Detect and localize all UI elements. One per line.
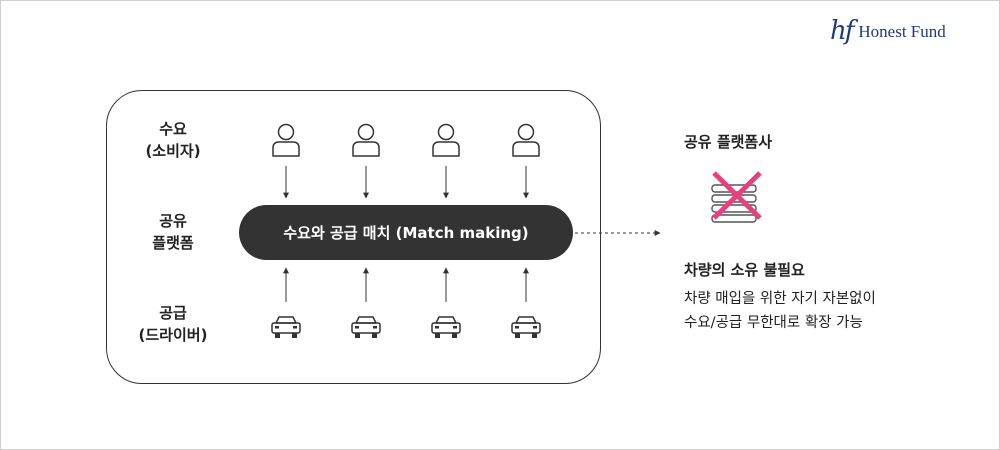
supply-label-line-2: (드라이버) [138, 326, 208, 344]
description-line-1: 차량 매입을 위한 자기 자본없이 [684, 291, 876, 307]
supply-label-line-1: 공급 [159, 304, 187, 322]
platform-label-line-1: 공유 [159, 212, 187, 230]
demand-label: 수요 (소비자) [118, 118, 228, 162]
stack-crossed-icon [711, 171, 762, 223]
demand-label-line-1: 수요 [159, 120, 187, 138]
logo-mark: hf [830, 16, 854, 46]
person-icon [432, 123, 460, 157]
logo-text: Honest Fund [858, 21, 946, 41]
description-line-2: 수요/공급 무한대로 확장 가능 [684, 315, 863, 331]
car-icon [271, 316, 301, 339]
match-making-label: 수요와 공급 매치 (Match making) [283, 224, 529, 242]
demand-label-line-2: (소비자) [145, 142, 201, 160]
person-icon [272, 123, 300, 157]
car-icon [511, 316, 541, 339]
supply-label: 공급 (드라이버) [118, 302, 228, 346]
car-icon [351, 316, 381, 339]
car-icon [431, 316, 461, 339]
person-icon [352, 123, 380, 157]
platform-label: 공유 플랫폼 [118, 210, 228, 254]
platform-group-box [106, 90, 601, 384]
match-making-pill: 수요와 공급 매치 (Match making) [239, 205, 573, 260]
honestfund-logo: hf Honest Fund [830, 18, 946, 44]
platform-label-line-2: 플랫폼 [152, 234, 194, 252]
platform-company-title: 공유 플랫폼사 [684, 133, 773, 151]
no-ownership-headline: 차량의 소유 불필요 [684, 261, 805, 279]
person-icon [512, 123, 540, 157]
